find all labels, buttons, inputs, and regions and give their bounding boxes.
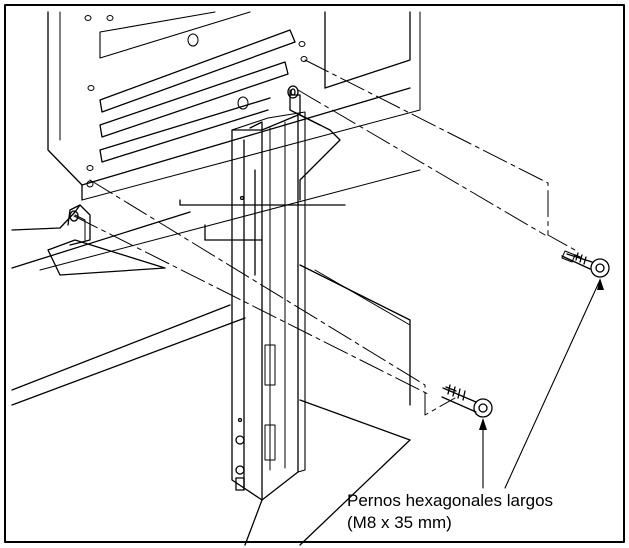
left-bracket bbox=[67, 204, 91, 246]
hex-bolt-right bbox=[561, 250, 610, 278]
callout-arrowheads bbox=[479, 278, 604, 430]
hex-bolt-left bbox=[441, 384, 493, 418]
cabinet-screw-holes bbox=[84, 15, 308, 188]
stand-leg-plate bbox=[11, 264, 411, 546]
callout-line-2: (M8 x 35 mm) bbox=[347, 513, 452, 532]
callout-line-1: Pernos hexagonales largos bbox=[347, 491, 554, 510]
vertical-column bbox=[231, 111, 306, 501]
bolt-callout-label: Pernos hexagonales largos (M8 x 35 mm) bbox=[347, 490, 553, 534]
right-bracket bbox=[287, 85, 341, 201]
alignment-guide-lines bbox=[73, 59, 576, 416]
figure-frame bbox=[4, 4, 625, 543]
cabinet-slots bbox=[99, 11, 296, 163]
machine-cabinet bbox=[47, 11, 421, 201]
stand-base bbox=[11, 169, 421, 276]
callout-leaders bbox=[482, 279, 601, 489]
